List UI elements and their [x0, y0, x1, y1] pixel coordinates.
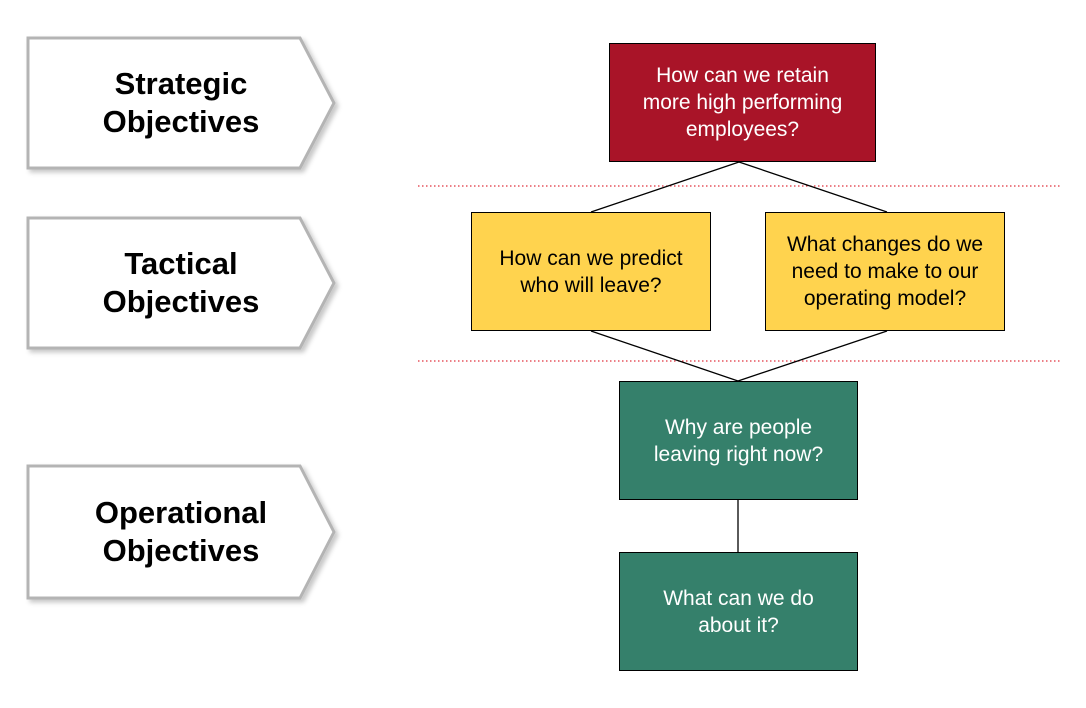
tactical-right-box-line2: need to make to our [791, 260, 979, 283]
operational-top-box-line2: leaving right now? [653, 442, 824, 466]
connector-strategic-to-tactical-left [590, 161, 740, 213]
operational-tier-label: Operational Objectives [28, 466, 334, 598]
tactical-right-box-line1: What changes do we [786, 233, 984, 256]
tactical-tier-label-line1: Tactical [124, 246, 238, 281]
connector-tactical-left-to-operational [590, 330, 739, 382]
tactical-objective-box-right: What changes do we need to make to our o… [765, 212, 1005, 331]
operational-bottom-box-line1: What can we do [663, 586, 814, 610]
strategic-box-line1: How can we retain [656, 64, 829, 87]
operational-tier-label-line2: Objectives [102, 533, 260, 568]
tactical-tier-label: Tactical Objectives [28, 218, 334, 348]
strategic-tier-label-line2: Objectives [102, 104, 260, 139]
operational-tier-arrow [26, 464, 336, 600]
tactical-left-box-line1: How can we predict [499, 246, 683, 270]
tactical-right-box-line3: operating model? [803, 287, 967, 310]
tactical-tier-label-line2: Objectives [102, 284, 260, 319]
strategic-tier-label-line1: Strategic [114, 66, 248, 101]
strategic-objective-box: How can we retain more high performing e… [609, 43, 876, 162]
operational-top-box-line1: Why are people [664, 415, 813, 439]
strategic-tier-arrow [26, 36, 336, 170]
operational-objective-box-bottom: What can we do about it? [619, 552, 858, 671]
tactical-left-box-line2: who will leave? [520, 273, 662, 297]
strategic-box-line3: employees? [685, 118, 800, 141]
connector-strategic-to-tactical-right [738, 161, 888, 213]
strategic-box-line2: more high performing [642, 91, 843, 114]
tactical-objective-box-left: How can we predict who will leave? [471, 212, 711, 331]
operational-tier-label-line1: Operational [94, 495, 268, 530]
connector-tactical-right-to-operational [737, 330, 888, 382]
operational-objective-box-top: Why are people leaving right now? [619, 381, 858, 500]
tactical-tier-arrow [26, 216, 336, 350]
strategic-tier-label: Strategic Objectives [28, 38, 334, 168]
operational-bottom-box-line2: about it? [698, 613, 779, 637]
